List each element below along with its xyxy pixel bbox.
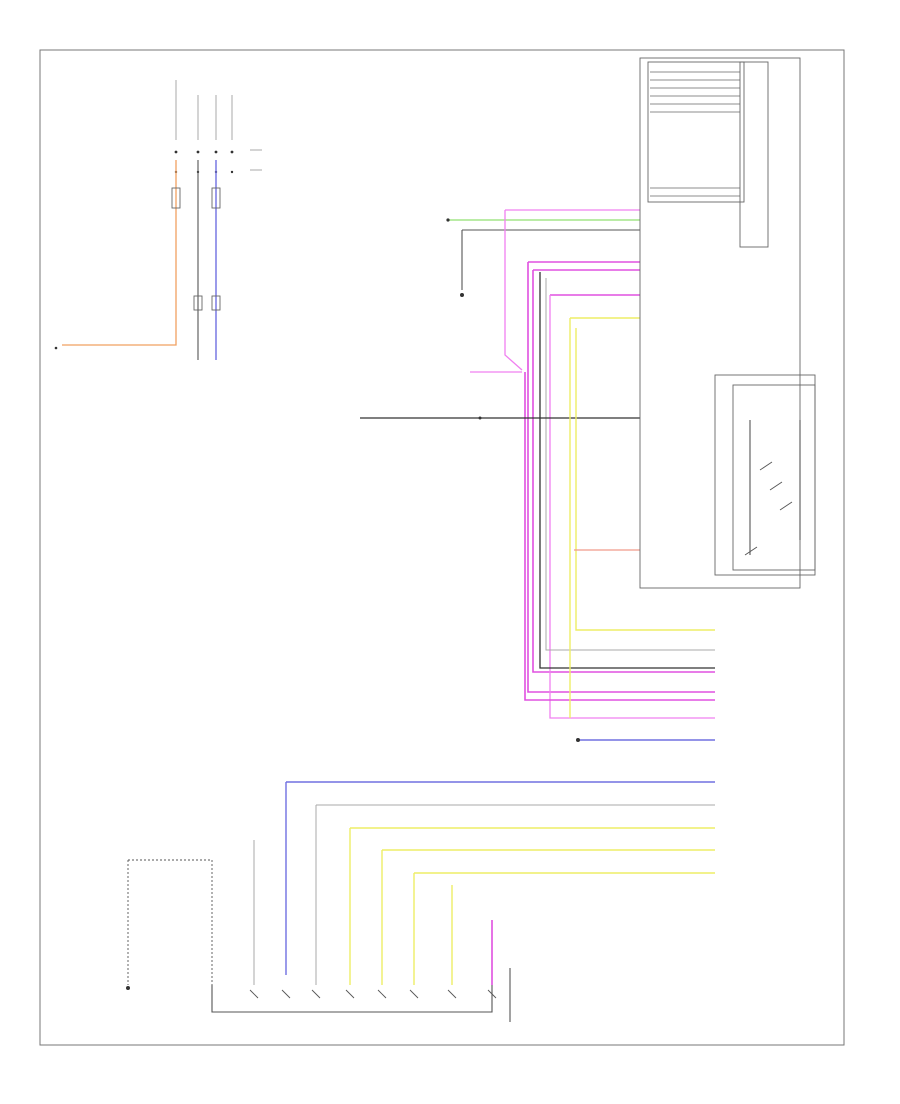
switch-contact [744, 546, 758, 556]
orange-wire [62, 160, 177, 346]
wire-junction [446, 218, 450, 222]
ground-dashed [128, 859, 213, 985]
dark-wire [539, 272, 715, 669]
splice [193, 295, 203, 311]
yellow-wire [575, 328, 715, 631]
pink-wire [549, 295, 715, 719]
wire-junction [478, 416, 482, 420]
ground-symbol [126, 986, 130, 990]
switch-contact [779, 501, 793, 511]
switch-contact [311, 989, 321, 999]
pin-dot [230, 170, 234, 174]
pin-dot [214, 150, 218, 154]
diagram-frame [39, 49, 845, 1046]
tcm-connector-box [647, 61, 745, 203]
tcm-block [639, 57, 816, 589]
switch-bus [211, 985, 493, 1013]
ground-symbol [460, 293, 464, 297]
magenta-wire [532, 270, 715, 673]
pink-wire [504, 210, 523, 371]
splice [211, 295, 221, 311]
splice [171, 187, 181, 209]
switch-contact [281, 989, 291, 999]
brake-switch-block [54, 80, 262, 360]
tcm-side-box [739, 61, 769, 248]
wire-end-dot [54, 346, 58, 350]
pin-dot [196, 150, 200, 154]
splice [211, 187, 221, 209]
magenta-wire [524, 372, 715, 701]
magenta-wire [527, 262, 715, 693]
switch-contact [447, 989, 457, 999]
wire-junction [576, 738, 580, 742]
steering-switch-block [126, 781, 715, 1022]
switch-contact [759, 461, 773, 471]
mode-switch-inner [732, 384, 816, 571]
pin-dot [174, 150, 178, 154]
switch-contact [409, 989, 419, 999]
switch-contact [249, 989, 259, 999]
gray-wire [545, 278, 715, 651]
switch-contact [487, 989, 497, 999]
tcm-outline [639, 57, 801, 589]
shift-lock-area [360, 209, 715, 742]
switch-contact [345, 989, 355, 999]
switch-contact [377, 989, 387, 999]
switch-contact [769, 481, 783, 491]
pin-dot [230, 150, 234, 154]
